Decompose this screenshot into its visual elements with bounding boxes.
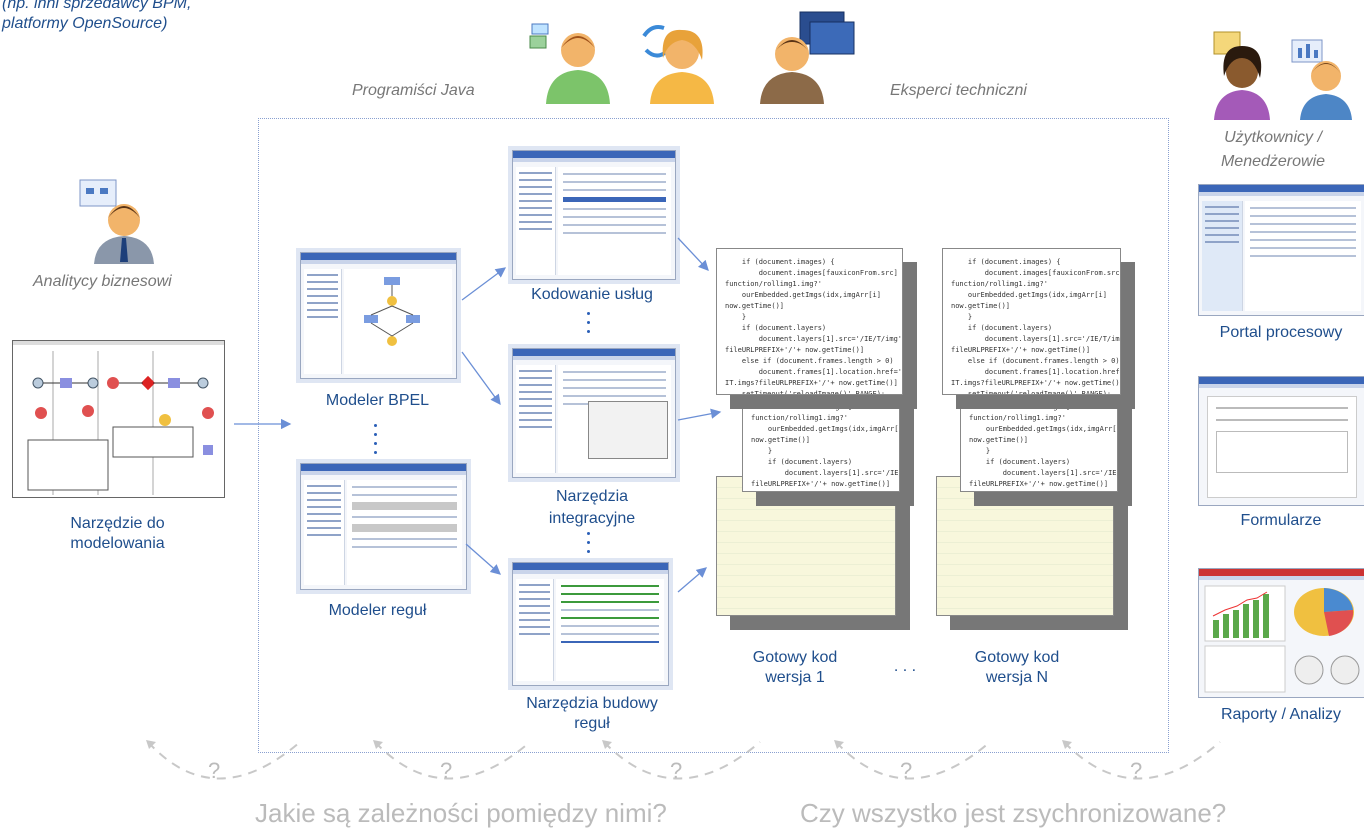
integration-tools-line-1: Narzędzia (555, 488, 629, 505)
role-business-analysts: Analitycy biznesowi (33, 273, 172, 290)
rule-build-tools-screenshot[interactable] (512, 562, 669, 686)
service-coding-screenshot[interactable] (512, 150, 676, 280)
note-line-2: platformy OpenSource) (2, 15, 168, 32)
role-technical-experts: Eksperci techniczni (890, 82, 1027, 99)
process-portal-screenshot[interactable] (1198, 184, 1364, 316)
dashboard-charts (1204, 585, 1360, 693)
modeling-tool-line-2: modelowania (70, 535, 165, 552)
synchronization-question: Czy wszystko jest zsychronizowane? (800, 798, 1227, 828)
integration-tools-line-2: integracyjne (548, 510, 636, 527)
question-mark-5: ? (1130, 758, 1143, 783)
role-java-programmers: Programiści Java (352, 82, 475, 99)
process-model-diagram (27, 351, 214, 495)
rule-build-tools-line-1: Narzędzia budowy (526, 695, 658, 712)
rule-build-tools-label: Narzędzia budowy reguł (492, 694, 692, 734)
dots-separator-bpel-rules (374, 424, 378, 460)
tools-container (258, 118, 1169, 753)
bpel-flow-diagram (364, 277, 421, 346)
expert-person-icon (760, 11, 855, 104)
developer-person-icon-2 (642, 25, 714, 104)
code-version-1-label: Gotowy kod wersja 1 (720, 648, 870, 688)
code-page-v1-middle: if (document.images) { document.images[f… (742, 382, 900, 492)
code-v1-line-1: Gotowy kod (752, 649, 838, 666)
top-left-note: (np. inni sprzedawcy BPM, platformy Open… (2, 0, 191, 34)
modeling-tool-screenshot[interactable] (12, 340, 225, 498)
bpel-modeler-label: Modeler BPEL (325, 392, 430, 409)
forms-label: Formularze (1240, 512, 1322, 529)
rule-modeler-screenshot[interactable] (300, 463, 467, 590)
code-page-vn-middle: if (document.images) { document.images[f… (960, 382, 1118, 492)
dots-separator-coding-integration (587, 312, 591, 339)
question-mark-2: ? (440, 758, 453, 783)
note-line-1: (np. inni sprzedawcy BPM, (2, 0, 192, 12)
forms-screenshot[interactable] (1198, 376, 1364, 506)
process-portal-label: Portal procesowy (1219, 324, 1343, 341)
question-mark-4: ? (900, 758, 913, 783)
users-person-icon (1213, 31, 1352, 120)
dependencies-question: Jakie są zależności pomiędzy nimi? (255, 798, 667, 828)
dependency-arcs (147, 741, 1221, 780)
dots-separator-integration-rulebuild (587, 532, 591, 559)
code-v1-line-2: wersja 1 (765, 669, 825, 686)
service-coding-label: Kodowanie usług (531, 286, 653, 303)
code-page-vn-back (936, 476, 1114, 616)
bpel-modeler-screenshot[interactable] (300, 252, 457, 379)
modeling-tool-label: Narzędzie do modelowania (12, 514, 223, 554)
role-users-managers: Użytkownicy / Menedżerowie (1208, 126, 1338, 174)
code-page-vn-front: if (document.images) { document.images[f… (942, 248, 1121, 395)
code-vn-line-2: wersja N (985, 669, 1049, 686)
reports-analytics-label: Raporty / Analizy (1220, 706, 1342, 723)
question-mark-1: ? (208, 758, 221, 783)
integration-tools-screenshot[interactable] (512, 348, 676, 478)
code-versions-ellipsis: . . . (893, 658, 917, 675)
code-page-v1-front: if (document.images) { document.images[f… (716, 248, 903, 395)
question-mark-3: ? (670, 758, 683, 783)
code-vn-line-1: Gotowy kod (974, 649, 1060, 666)
rule-modeler-label: Modeler reguł (328, 602, 427, 619)
analyst-person-icon (79, 179, 154, 264)
code-version-n-label: Gotowy kod wersja N (942, 648, 1092, 688)
developer-person-icon-1 (529, 23, 610, 104)
rule-build-tools-line-2: reguł (574, 715, 610, 732)
code-page-v1-back (716, 476, 896, 616)
integration-tools-label: Narzędzia integracyjne (492, 486, 692, 530)
users-line-2: Menedżerowie (1220, 153, 1326, 170)
modeling-tool-line-1: Narzędzie do (70, 515, 165, 532)
users-line-1: Użytkownicy / (1224, 129, 1322, 146)
reports-analytics-screenshot[interactable] (1198, 568, 1364, 698)
